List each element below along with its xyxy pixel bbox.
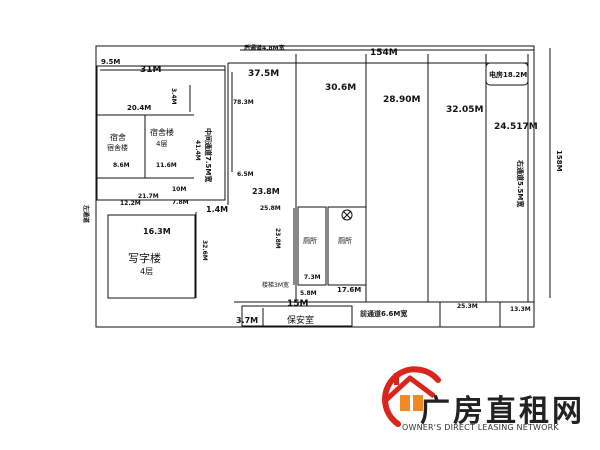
- fan-icon: [341, 209, 353, 221]
- dorm-a-label: 宿舍: [110, 132, 126, 142]
- section-3-label: 28.90M: [383, 95, 420, 105]
- left-road-label: 左通道: [82, 204, 90, 223]
- house-window-icon: [413, 395, 423, 411]
- left-width-label: 31M: [140, 65, 162, 75]
- dorm-b-floors-label: 4层: [156, 140, 167, 148]
- dim-176-label: 17.6M: [337, 286, 361, 294]
- toilet-2-label: 厕所: [338, 236, 352, 245]
- section-2-label: 30.6M: [325, 83, 356, 93]
- watermark-name-en: OWNER'S DIRECT LEASING NETWORK: [402, 423, 559, 432]
- dim-37-label: 3.7M: [236, 316, 258, 325]
- house-door-icon: [400, 395, 410, 411]
- dim-868-label: 8.6M: [113, 162, 130, 169]
- dim-788-label: 78.3M: [233, 99, 254, 106]
- section-5-label: 24.517M: [494, 122, 538, 132]
- house-roof-icon: [384, 375, 436, 402]
- dim-65-label: 6.5M: [237, 171, 254, 178]
- electric-room-label: 电房18.2M: [489, 70, 527, 79]
- watermark-name-cn: 广房直租网: [420, 394, 585, 429]
- dim-34-label: 3.4M: [170, 88, 177, 105]
- room-labels: 宿舍 宿舍楼 宿舍楼 4层 写字楼 4层 厕所 厕所 保安室 楼梯3M宽: [107, 127, 352, 326]
- dorm-b-label: 宿舍楼: [150, 127, 174, 137]
- office-label: 写字楼: [128, 251, 161, 265]
- left-offset-label: 9.5M: [101, 58, 120, 66]
- section-1-label: 37.5M: [248, 69, 279, 79]
- middle-road-label: 中间通道7.5M宽: [204, 128, 213, 182]
- security-room-box: [241, 305, 353, 327]
- dim-58-label: 5.8M: [300, 290, 317, 297]
- dim-14-label: 1.4M: [206, 205, 228, 214]
- right-road-label: 右通道5.5M宽: [516, 159, 525, 207]
- electric-room: [485, 62, 529, 86]
- dimension-labels: 154M 31M 9.5M 后通道4.8M宽 37.5M 30.6M 28.90…: [82, 44, 563, 325]
- dim-73-label: 7.3M: [304, 274, 321, 281]
- dim-253-label: 25.3M: [457, 303, 478, 310]
- dim-258-label: 25.8M: [260, 205, 281, 212]
- dim-163-label: 16.3M: [143, 227, 171, 236]
- dim-15-label: 15M: [287, 299, 309, 309]
- toilet-1-label: 厕所: [303, 236, 317, 245]
- dim-204-label: 20.4M: [127, 104, 151, 112]
- right-height-label: 158M: [555, 150, 563, 172]
- toilet-block-1: [297, 206, 327, 286]
- dim-133-label: 13.3M: [510, 306, 531, 313]
- office-building: [107, 214, 196, 299]
- watermark-logo: [382, 366, 441, 427]
- stairs-label: 楼梯3M宽: [262, 281, 289, 289]
- dorm-a-sub-label: 宿舍楼: [107, 143, 128, 152]
- section-4-label: 32.05M: [446, 105, 483, 115]
- dim-238b-label: 23.8M: [274, 228, 281, 249]
- dim-238-label: 23.8M: [252, 187, 280, 196]
- top-road-label: 后通道4.8M宽: [244, 44, 285, 52]
- left-block: [96, 65, 226, 201]
- plan-outlines: [95, 45, 551, 328]
- dim-217-label: 21.7M: [138, 193, 159, 200]
- dim-10-label: 10M: [172, 186, 186, 193]
- security-room-label: 保安室: [287, 314, 314, 326]
- front-road-label: 前通道6.6M宽: [360, 309, 407, 318]
- total-width-label: 154M: [370, 48, 398, 58]
- toilet-block-2: [327, 206, 367, 286]
- site-boundary: [95, 45, 535, 328]
- fan-icon-stroke: [342, 210, 352, 220]
- dim-122-label: 12.2M: [120, 200, 141, 207]
- office-floors-label: 4层: [140, 267, 153, 276]
- dim-116-label: 11.6M: [156, 162, 177, 169]
- dim-414-label: 41.4M: [194, 140, 201, 161]
- logo-ring: [382, 366, 441, 427]
- house-chimney-icon: [394, 373, 399, 385]
- dim-322-label: 32.6M: [201, 240, 208, 261]
- dim-78-label: 7.8M: [172, 199, 189, 206]
